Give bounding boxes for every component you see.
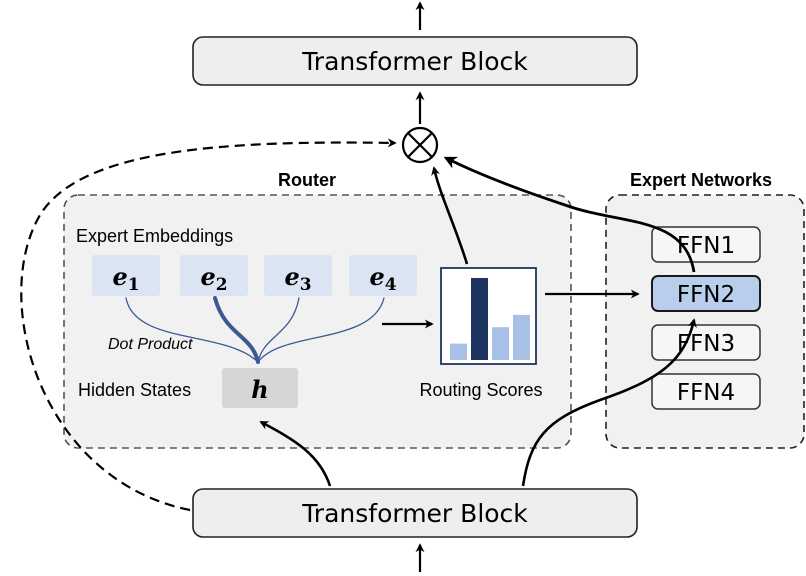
expert-embedding-label: e4 bbox=[369, 262, 396, 295]
expert-embeddings-label: Expert Embeddings bbox=[76, 226, 233, 246]
expert-embedding-box bbox=[180, 255, 248, 296]
expert-label: FFN1 bbox=[677, 233, 735, 259]
expert-ffn4: FFN4 bbox=[651, 373, 761, 410]
expert-embedding-sub: 4 bbox=[385, 275, 397, 295]
routing-score-bar-1 bbox=[450, 343, 467, 360]
block-to-ffn2-arrow bbox=[521, 318, 697, 487]
expert-box bbox=[651, 373, 761, 410]
expert-ffn2: FFN2 bbox=[651, 275, 761, 312]
routing-scores-label: Routing Scores bbox=[419, 380, 542, 400]
routing-score-bar-3 bbox=[492, 327, 509, 360]
expert-embedding-box bbox=[92, 255, 160, 296]
scores-to-combine-arrow bbox=[431, 166, 469, 265]
top-transformer-block-label: Transformer Block bbox=[301, 47, 528, 76]
hidden-state-symbol: h bbox=[251, 375, 268, 404]
expert-box bbox=[651, 226, 761, 263]
residual-dashed-arrow bbox=[20, 138, 397, 512]
hidden-states-label: Hidden States bbox=[78, 380, 191, 400]
expert-label: FFN4 bbox=[677, 380, 735, 406]
hidden-state-box bbox=[222, 368, 298, 408]
dot-product-curves bbox=[125, 296, 385, 364]
expert-ffn3: FFN3 bbox=[651, 324, 761, 361]
expert-embedding-4: e4 bbox=[349, 255, 417, 296]
block-to-hidden-arrow bbox=[259, 420, 332, 487]
expert-box bbox=[651, 324, 761, 361]
expert-embedding-box bbox=[264, 255, 332, 296]
expert-embedding-sub: 2 bbox=[216, 275, 228, 295]
expert-embedding-base: e bbox=[112, 262, 127, 291]
expert-embedding-3: e3 bbox=[264, 255, 332, 296]
expert-embedding-1: e1 bbox=[92, 255, 160, 296]
expert-label: FFN2 bbox=[677, 282, 735, 308]
expert-ffn1: FFN1 bbox=[651, 226, 761, 263]
dot-product-label: Dot Product bbox=[108, 336, 193, 353]
expert-networks-title: Expert Networks bbox=[630, 170, 772, 190]
expert-embedding-label: e3 bbox=[284, 262, 311, 295]
routing-score-bar-2 bbox=[471, 278, 488, 360]
routing-score-bar-4 bbox=[513, 314, 530, 360]
ffn2-to-combine-arrow bbox=[443, 156, 696, 273]
expert-embedding-sub: 3 bbox=[300, 275, 312, 295]
routing-score-bars bbox=[450, 278, 530, 360]
bottom-transformer-block-label: Transformer Block bbox=[301, 499, 528, 528]
bottom-transformer-block bbox=[192, 488, 638, 538]
expert-embedding-sub: 1 bbox=[128, 275, 140, 295]
expert-embedding-label: e2 bbox=[200, 262, 227, 295]
expert-embedding-base: e bbox=[200, 262, 215, 291]
expert-embedding-label: e1 bbox=[112, 262, 139, 295]
expert-embedding-base: e bbox=[284, 262, 299, 291]
expert-embedding-box bbox=[349, 255, 417, 296]
router-title: Router bbox=[278, 170, 336, 190]
top-transformer-block bbox=[192, 36, 638, 86]
expert-box bbox=[651, 275, 761, 312]
expert-embedding-2: e2 bbox=[180, 255, 248, 296]
expert-embedding-base: e bbox=[369, 262, 384, 291]
circled-times-icon bbox=[401, 126, 439, 164]
